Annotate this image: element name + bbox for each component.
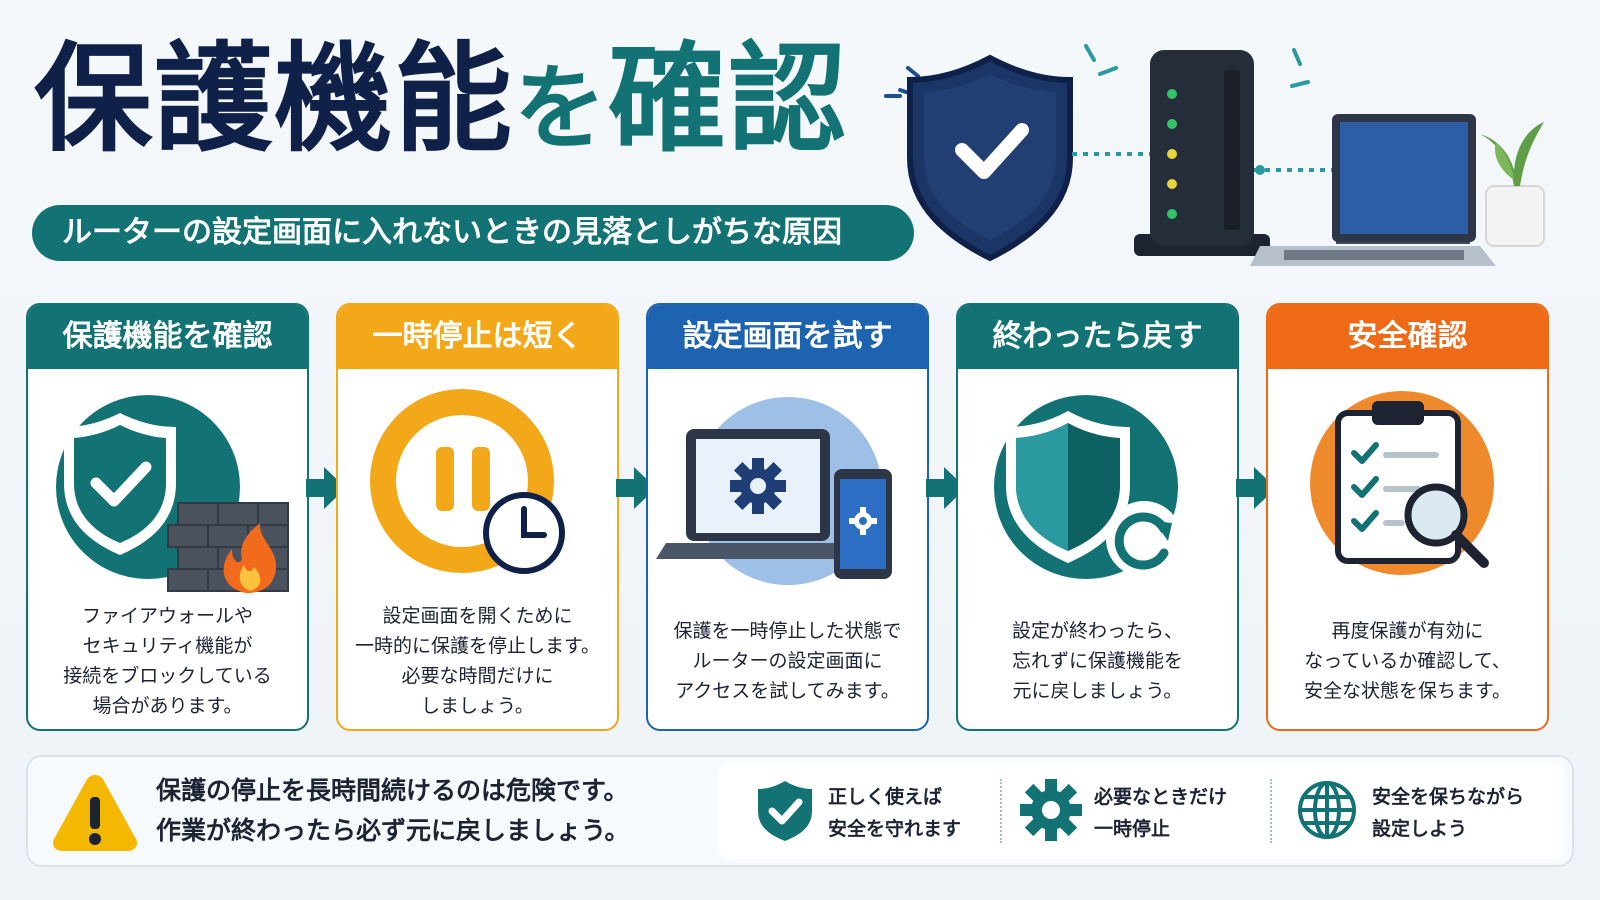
- hero-illustration: [880, 30, 1600, 290]
- globe-icon: [1298, 781, 1356, 839]
- step-description: 設定が終わったら、 忘れずに保護機能を 元に戻しましょう。: [1011, 620, 1183, 702]
- title-part-confirm: 確認: [608, 30, 849, 168]
- page-title: 保護機能を確認: [34, 40, 848, 158]
- step-description: 保護を一時停止した状態で ルーターの設定画面に アクセスを試してみます。: [673, 620, 902, 702]
- tip-divider: [1000, 779, 1002, 843]
- tip-divider: [1270, 779, 1272, 843]
- tips-panel: 正しく使えば 安全を守れます 必要なときだけ 一時停止: [718, 763, 1564, 859]
- step-title: 保護機能を確認: [28, 305, 307, 369]
- arrow-right-icon: [1236, 467, 1276, 509]
- tip-text: 安全を保ちながら 設定しよう: [1372, 786, 1525, 840]
- clipboard-check-icon: [1268, 383, 1547, 603]
- arrow-right-icon: [306, 467, 346, 509]
- step-title: 終わったら戻す: [958, 305, 1237, 369]
- pause-clock-icon: [338, 383, 617, 603]
- warning-icon: [52, 775, 138, 851]
- step-description: ファイアウォールや セキュリティ機能が 接続をブロックしている 場合があります。: [63, 605, 272, 717]
- title-part-particle: を: [514, 55, 609, 162]
- step-description: 再度保護が有効に なっているか確認して、 安全な状態を保ちます。: [1303, 620, 1512, 702]
- router-icon: [1134, 50, 1270, 256]
- step-title: 一時停止は短く: [338, 305, 617, 369]
- subtitle-banner: ルーターの設定画面に入れないときの見落としがちな原因: [32, 205, 914, 261]
- step-card-protection: 保護機能を確認 ファイアウォールや セキュリティ機能が 接続をブロックしている …: [26, 303, 309, 731]
- warning-text: 保護の停止を長時間続けるのは危険です。 作業が終わったら必ず元に戻しましょう。: [156, 776, 630, 845]
- step-card-restore: 終わったら戻す 設定が終わったら、 忘れずに保護機能を 元に戻しましょう。: [956, 303, 1239, 731]
- step-card-safety-check: 安全確認 再度保護が有効に なっているか確認して、 安全な状態を保ちます。: [1266, 303, 1549, 731]
- title-part-protection: 保護機能: [34, 30, 515, 168]
- step-description: 設定画面を開くために 一時的に保護を停止します。 必要な時間だけに しましょう。: [354, 605, 601, 717]
- tip-item: 必要なときだけ 一時停止: [1002, 763, 1268, 859]
- hero-shield-icon: [907, 54, 1073, 262]
- arrow-right-icon: [926, 467, 966, 509]
- tip-item: 安全を保ちながら 設定しよう: [1272, 763, 1564, 859]
- shield-restore-icon: [958, 383, 1237, 603]
- gear-icon: [1020, 779, 1082, 841]
- step-card-pause: 一時停止は短く 設定画面を開くために 一時的に保護を停止します。 必要な時間だけ…: [336, 303, 619, 731]
- shield-firewall-icon: [28, 383, 307, 603]
- arrow-right-icon: [616, 467, 656, 509]
- step-title: 安全確認: [1268, 305, 1547, 369]
- shield-check-icon: [758, 781, 812, 841]
- laptop-icon: [1250, 114, 1496, 266]
- signal-marks-right-icon: [1084, 44, 1310, 88]
- laptop-phone-settings-icon: [648, 383, 927, 603]
- tip-item: 正しく使えば 安全を守れます: [718, 763, 998, 859]
- step-title: 設定画面を試す: [648, 305, 927, 369]
- bottom-notice-panel: 保護の停止を長時間続けるのは危険です。 作業が終わったら必ず元に戻しましょう。 …: [26, 755, 1574, 867]
- step-card-try-settings: 設定画面を試す 保護を一時停止した状態で ル: [646, 303, 929, 731]
- tip-text: 正しく使えば 安全を守れます: [828, 786, 962, 840]
- plant-icon: [1480, 122, 1545, 247]
- tip-text: 必要なときだけ 一時停止: [1094, 786, 1228, 840]
